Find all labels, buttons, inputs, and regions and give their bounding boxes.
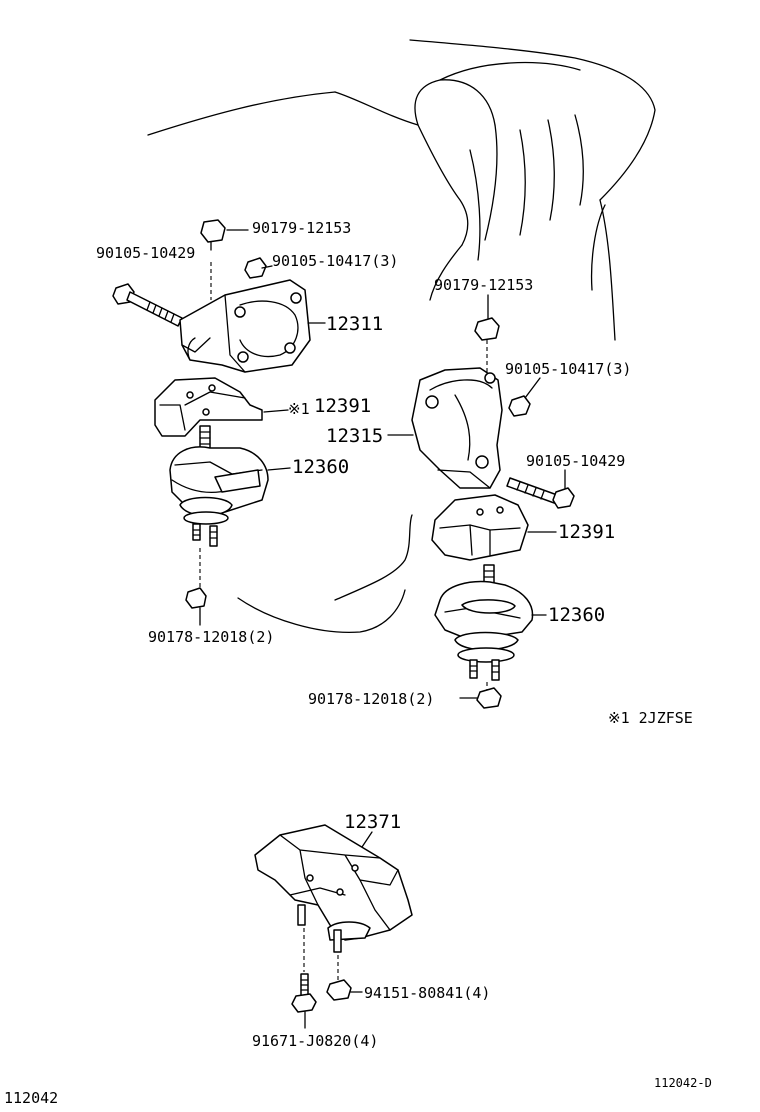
nut-90178-12018-right[interactable] [476, 687, 502, 709]
label-90105-10429-right: 90105-10429 [526, 452, 625, 470]
label-90178-12018-left: 90178-12018(2) [148, 628, 274, 646]
label-90178-12018-right: 90178-12018(2) [308, 690, 434, 708]
engine-mount-12360-right[interactable] [434, 564, 534, 681]
label-12371: 12371 [344, 811, 401, 833]
bolt-90105-10417-left[interactable] [244, 257, 273, 279]
label-90105-10429-left: 90105-10429 [96, 244, 195, 262]
label-12360-left: 12360 [292, 456, 349, 478]
figure-number: 112042 [4, 1089, 58, 1107]
engine-mount-12360-left[interactable] [169, 425, 269, 547]
transmission-mount-12371[interactable] [254, 824, 413, 953]
nut-90179-12153-left[interactable] [200, 219, 226, 251]
part-labels: 90179-12153 90105-10429 90105-10417(3) 1… [4, 219, 712, 1107]
label-12311: 12311 [326, 313, 383, 335]
engine-bracket-12315[interactable] [411, 367, 503, 489]
left-mount-assembly [112, 219, 326, 626]
nut-90178-12018-left[interactable] [185, 587, 207, 609]
label-90179-12153-left: 90179-12153 [252, 219, 351, 237]
engine-outline [147, 39, 656, 634]
label-90179-12153-right: 90179-12153 [434, 276, 533, 294]
label-12360-right: 12360 [548, 604, 605, 626]
label-91671-J0820: 91671-J0820(4) [252, 1032, 378, 1050]
bolt-91671-J0820[interactable] [291, 973, 317, 1013]
bolt-90105-10417-right[interactable] [508, 395, 531, 417]
label-12315: 12315 [326, 425, 383, 447]
engine-bracket-12311[interactable] [179, 279, 311, 373]
figure-code: 112042-D [654, 1076, 712, 1090]
label-12391-left: 12391 [314, 395, 371, 417]
label-90105-10417-right: 90105-10417(3) [505, 360, 631, 378]
bolt-90105-10429-left[interactable] [112, 283, 183, 327]
nut-94151-80841[interactable] [326, 979, 352, 1001]
bolt-90105-10429-right[interactable] [506, 477, 575, 509]
footnote: ※1 2JZFSE [608, 709, 693, 727]
transmission-mount-assembly [254, 824, 413, 1029]
label-note-marker: ※1 [288, 400, 310, 418]
label-90105-10417-left: 90105-10417(3) [272, 252, 398, 270]
nut-90179-12153-right[interactable] [474, 317, 500, 341]
insulator-plate-12391-left[interactable] [154, 377, 263, 437]
insulator-plate-12391-right[interactable] [431, 494, 529, 561]
label-12391-right: 12391 [558, 521, 615, 543]
label-94151-80841: 94151-80841(4) [364, 984, 490, 1002]
right-mount-assembly [387, 294, 575, 709]
